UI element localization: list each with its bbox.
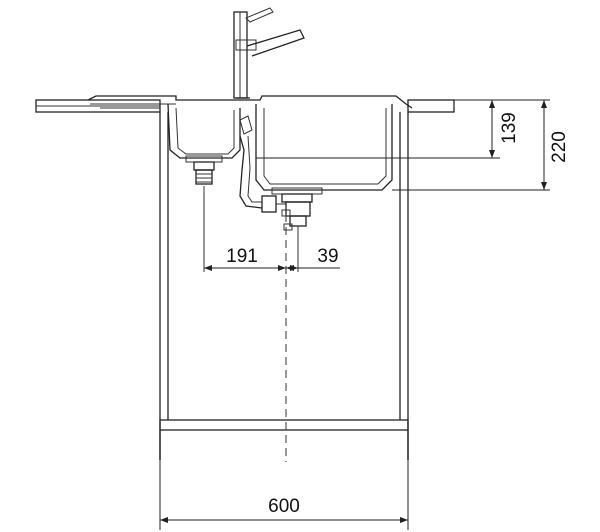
dimension-label-191: 191 bbox=[226, 246, 258, 267]
dimension-label-600: 600 bbox=[268, 496, 300, 517]
small-basin bbox=[167, 103, 241, 185]
sink-rim bbox=[87, 95, 413, 109]
dimension-220: 220 bbox=[392, 99, 570, 191]
dimension-label-139: 139 bbox=[499, 112, 520, 144]
waste-siphon bbox=[239, 115, 311, 231]
dimension-191: 191 bbox=[204, 246, 286, 271]
dimension-600: 600 bbox=[159, 460, 409, 530]
cabinet bbox=[159, 112, 409, 460]
dimension-39: 39 bbox=[286, 226, 340, 272]
faucet bbox=[233, 7, 305, 99]
dimension-label-39: 39 bbox=[317, 246, 338, 267]
large-basin bbox=[255, 104, 393, 203]
dimension-139: 139 bbox=[256, 99, 520, 159]
worktop bbox=[35, 99, 455, 113]
dimension-label-220: 220 bbox=[549, 131, 570, 163]
